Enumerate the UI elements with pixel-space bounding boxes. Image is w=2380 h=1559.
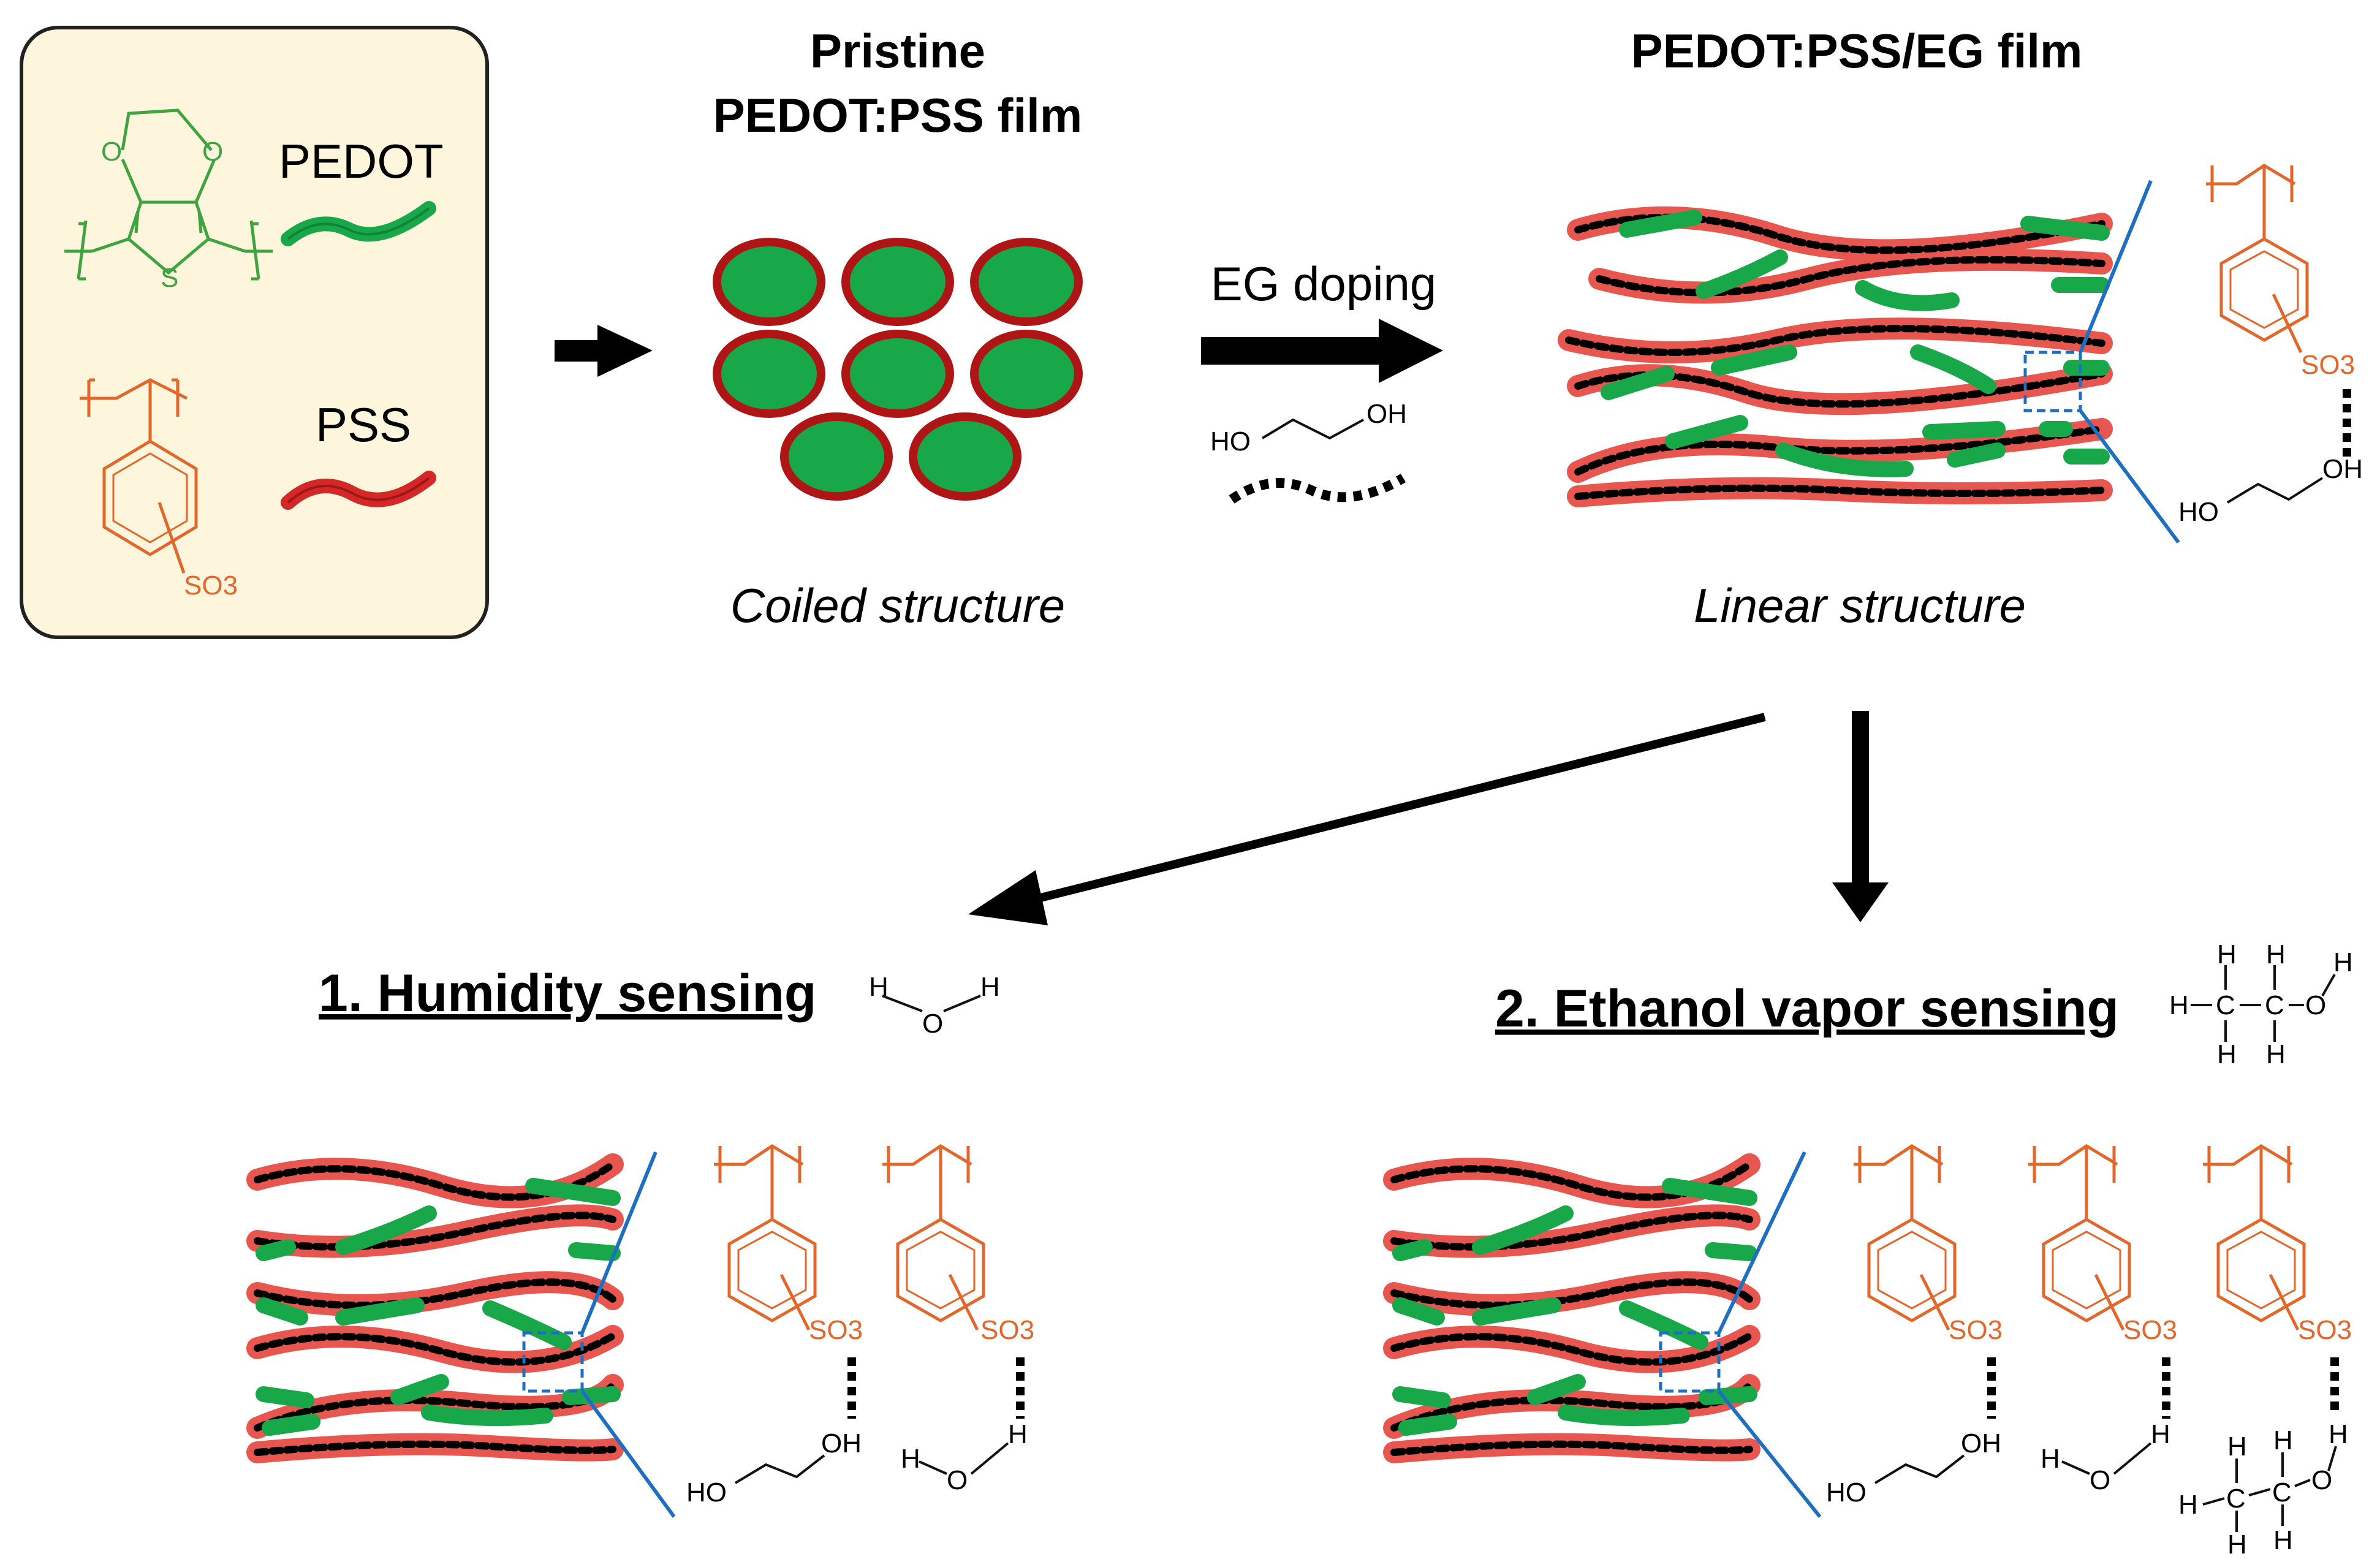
ethanol-c2: C xyxy=(2265,990,2284,1020)
water-h2: H xyxy=(980,972,1000,1002)
eg-oh: OH xyxy=(1366,399,1407,429)
humidity-water-h1: H xyxy=(901,1444,920,1474)
ethanol-water-h2: H xyxy=(2151,1419,2170,1449)
eg-zoom-oh: OH xyxy=(2322,454,2363,484)
ethanol-so3-c: SO3 xyxy=(2298,1315,2352,1345)
ethanol-water-h1: H xyxy=(2041,1444,2060,1474)
eg-zoom-so3: SO3 xyxy=(2301,350,2355,380)
ethanol-zoom-h-bot2: H xyxy=(2273,1525,2293,1555)
pristine-title-line2: PEDOT:PSS film xyxy=(713,88,1082,142)
ethanol-c1: C xyxy=(2216,990,2235,1020)
pss-structure-icon xyxy=(80,378,198,574)
linear-caption: Linear structure xyxy=(1694,578,2026,632)
arrow-to-ethanol xyxy=(1832,711,1889,922)
ethanol-so3-a: SO3 xyxy=(1949,1315,2003,1345)
pss-sulfonate-label: SO3 xyxy=(184,571,238,601)
ethanol-eg-ho: HO xyxy=(1826,1477,1866,1508)
ethanol-o: O xyxy=(2305,990,2326,1020)
ethanol-water-o: O xyxy=(2090,1465,2110,1495)
humidity-eg-ho: HO xyxy=(686,1477,727,1508)
pss-label: PSS xyxy=(316,398,411,452)
water-o: O xyxy=(922,1009,943,1039)
ethanol-h-oh: H xyxy=(2333,947,2353,977)
ethanol-zoom-box xyxy=(1659,1331,1721,1393)
ethanol-h-bot2: H xyxy=(2266,1039,2286,1069)
ethanol-zoom-c2: C xyxy=(2272,1477,2292,1508)
ethanol-zoom-h-oh: H xyxy=(2329,1419,2348,1449)
hydrogen-bond-legend-icon xyxy=(1229,474,1406,504)
humidity-film xyxy=(246,1153,624,1463)
edot-oxygen-1: O xyxy=(101,137,122,167)
ethanol-zoom-h-top1: H xyxy=(2227,1432,2247,1462)
pss-eg-zoom-structure: SO3 HO OH xyxy=(2178,164,2363,527)
eg-doping-label: EG doping xyxy=(1211,257,1437,311)
humidity-water-o: O xyxy=(947,1465,968,1495)
ethanol-molecule-icon xyxy=(2191,965,2336,1042)
pedot-label: PEDOT xyxy=(279,134,444,188)
coiled-particles xyxy=(713,238,1083,501)
arrow-to-humidity xyxy=(968,713,1766,925)
ethanol-title: 2. Ethanol vapor sensing xyxy=(1495,979,2119,1038)
eg-doping-arrow xyxy=(1201,319,1443,383)
zoom-box xyxy=(2023,351,2082,412)
water-molecule-icon xyxy=(882,995,981,1012)
ethanol-h-top1: H xyxy=(2217,939,2237,969)
eg-zoom-ho: HO xyxy=(2178,497,2219,527)
ethanol-so3-b: SO3 xyxy=(2123,1315,2177,1345)
eg-film-title: PEDOT:PSS/EG film xyxy=(1631,24,2083,78)
humidity-zoom-structure: SO3 SO3 HO OH H O H xyxy=(686,1144,1034,1508)
humidity-so3-a: SO3 xyxy=(809,1315,863,1345)
humidity-eg-oh: OH xyxy=(821,1428,862,1458)
linear-film xyxy=(1558,206,2113,507)
humidity-zoom-box xyxy=(522,1331,584,1393)
pristine-title-line1: Pristine xyxy=(810,24,985,78)
ethanol-h-top2: H xyxy=(2266,939,2286,969)
ethanol-film xyxy=(1383,1153,1760,1463)
ethanol-zoom-h-bot1: H xyxy=(2227,1530,2247,1559)
water-h1: H xyxy=(869,972,889,1002)
ethanol-zoom-o: O xyxy=(2311,1465,2332,1495)
ethanol-zoom-c1: C xyxy=(2226,1484,2246,1514)
eg-ho: HO xyxy=(1210,427,1251,457)
ethanol-eg-oh: OH xyxy=(1961,1428,2001,1458)
arrow-to-pristine xyxy=(555,325,653,377)
edot-sulfur: S xyxy=(161,263,178,293)
humidity-title: 1. Humidity sensing xyxy=(319,964,816,1023)
pedot-structure-icon xyxy=(64,108,273,281)
ethylene-glycol-structure xyxy=(1261,418,1364,440)
humidity-so3-b: SO3 xyxy=(980,1315,1034,1345)
ethanol-h-bot1: H xyxy=(2217,1039,2237,1069)
humidity-water-h2: H xyxy=(1008,1419,1028,1449)
ethanol-zoom-h-top2: H xyxy=(2273,1425,2293,1455)
edot-oxygen-2: O xyxy=(202,137,223,167)
ethanol-h-left: H xyxy=(2169,990,2189,1020)
ethanol-zoom-h-left: H xyxy=(2178,1490,2198,1520)
legend-box: O O S PEDOT SO3 PSS xyxy=(20,26,489,639)
ethanol-zoom-structure: SO3 SO3 SO3 HO OH H O H H H H C C xyxy=(1826,1144,2352,1559)
coiled-caption: Coiled structure xyxy=(730,578,1065,632)
